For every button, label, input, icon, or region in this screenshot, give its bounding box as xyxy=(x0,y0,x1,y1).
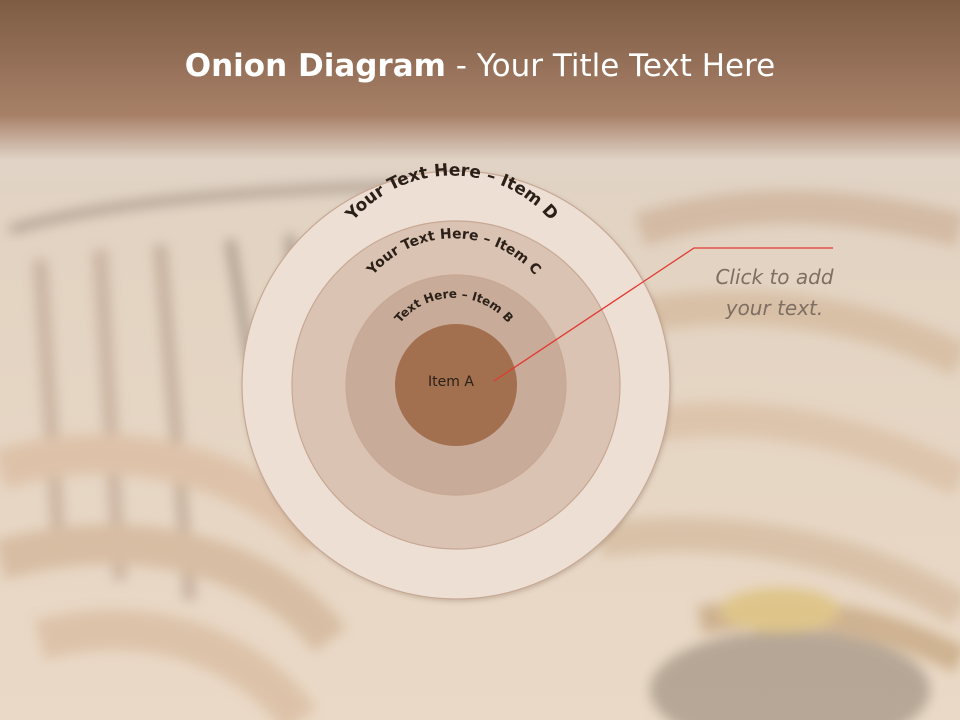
callout-connector-line xyxy=(493,247,833,382)
ring-item-a[interactable] xyxy=(395,324,517,446)
title-bold: Onion Diagram xyxy=(184,48,446,84)
label-item-a: Item A xyxy=(428,374,474,390)
title-rest: - Your Title Text Here xyxy=(445,48,776,84)
callout-text[interactable]: Click to add your text. xyxy=(715,265,834,320)
slide-title[interactable]: Onion Diagram - Your Title Text Here xyxy=(0,48,960,84)
